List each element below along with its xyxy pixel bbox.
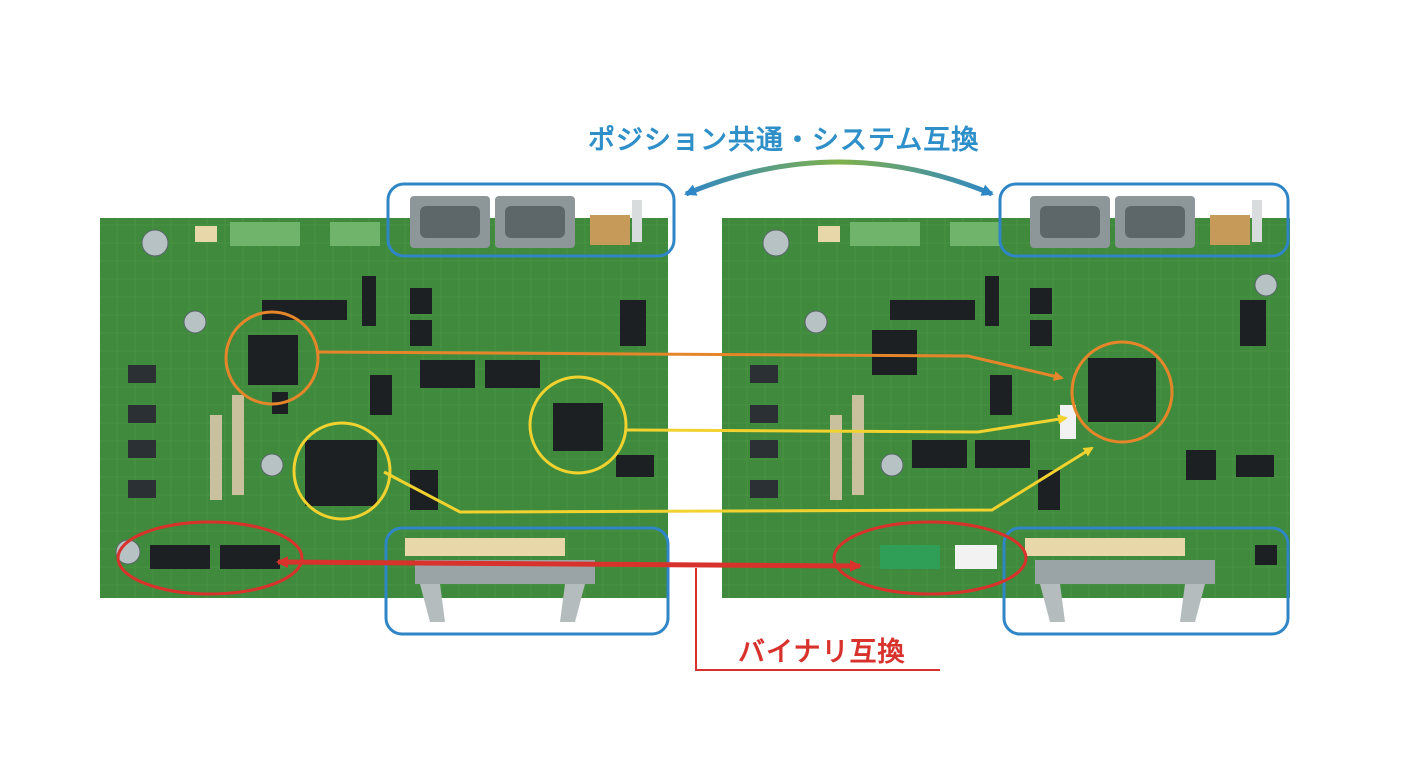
board-left [100,196,668,622]
board-right-chip-main [1088,358,1156,422]
board-right-ic-6 [1030,320,1052,346]
board-left-header-2 [232,395,244,495]
board-left-transistor-3 [128,440,156,458]
board-right-terminal-row [1025,538,1185,556]
yellow-arrow-lower [383,446,1094,514]
board-right-header-1 [830,415,842,500]
board-left-transistor-2 [128,405,156,423]
highlight-left-bottom-connectors [384,526,670,636]
highlight-left-chip-yellow-small [528,375,628,475]
board-left-terminal-b [330,222,380,246]
board-left-ic-2 [420,360,475,388]
board-left-terminal-row [405,538,565,556]
board-right-memory-2 [955,545,997,569]
binary-compat-label: バイナリ互換 [738,637,906,668]
board-left-chip-yellow-small [553,403,603,451]
board-right-ic-13 [1255,545,1277,565]
board-right-transistor-4 [750,480,778,498]
board-right-capacitor-1 [762,229,790,257]
board-right-capacitor-4 [1254,273,1278,297]
highlight-left-top-connectors [386,182,676,258]
board-left-capacitor-3 [260,453,284,477]
board-right-led [1252,200,1262,242]
board-left-ic-7 [620,300,646,346]
board-left-dsub-1-socket [420,206,480,238]
board-left-transistor-1 [128,365,156,383]
board-right-ic-12 [985,276,999,326]
board-left-ic-5 [410,320,432,346]
board-right-ic-11 [1038,470,1060,510]
highlight-left-chip-orange [224,310,320,406]
board-left-capacitor-2 [183,310,207,334]
board-right-terminal-b [950,222,1000,246]
board-right-ic-5 [1030,288,1052,314]
board-right-ic-8 [1240,300,1266,346]
board-left-led [632,200,642,242]
highlight-right-chip-orange [1070,340,1174,444]
board-right-ic-2 [890,300,975,320]
board-left-ic-1 [262,300,347,320]
board-right-ic-7 [990,375,1012,415]
board-right-capacitor-2 [804,310,828,334]
board-left-jack [590,215,630,245]
board-left-transistor-4 [128,480,156,498]
board-right [722,196,1290,622]
board-right-ic-1 [872,330,917,375]
board-left-ic-9 [410,470,438,510]
board-right-jack [1210,215,1250,245]
board-right-transistor-3 [750,440,778,458]
board-right-connector-latches [1040,584,1205,622]
board-left-chip-yellow-large [305,440,377,506]
board-right-memory-1 [880,545,940,569]
board-left-chip-orange [248,335,298,385]
binary-compat-leader [695,568,940,671]
top-compat-arrow [684,159,994,197]
board-right-transistor-1 [750,365,778,383]
board-right-label-sticker [1060,405,1076,439]
board-right-ic-3 [912,440,967,468]
board-left-ic-6 [370,375,392,415]
orange-arrow [317,350,1064,382]
board-right-io-connector [1035,560,1215,584]
board-left-capacitor-1 [141,229,169,257]
board-right-capacitor-3 [880,453,904,477]
board-left-connector-latches [420,584,585,622]
board-left-ic-8 [616,455,654,477]
position-compat-label: ポジション共通・システム互換 [588,125,980,156]
board-left-dsub-2-socket [505,206,565,238]
board-right-jumper [818,226,840,242]
board-left-ic-4 [410,288,432,314]
board-left-jumper [195,226,217,242]
board-right-dsub-1-socket [1040,206,1100,238]
highlight-right-top-connectors [998,182,1290,258]
board-left-memory-2 [220,545,280,569]
board-right-header-2 [852,395,864,495]
board-right-ic-10 [1186,450,1216,480]
board-left-terminal-a [230,222,300,246]
board-right-transistor-2 [750,405,778,423]
board-left-ic-3 [485,360,540,388]
highlight-left-chip-yellow-large [292,421,392,521]
board-right-ic-9 [1236,455,1274,477]
binary-compat-arrow [276,556,862,572]
board-right-ic-4 [975,440,1030,468]
board-right-dsub-2-socket [1125,206,1185,238]
board-left-ic-11 [362,276,376,326]
board-right-terminal-a [850,222,920,246]
board-left-memory-1 [150,545,210,569]
yellow-arrow-upper [625,414,1068,434]
board-left-header-1 [210,415,222,500]
